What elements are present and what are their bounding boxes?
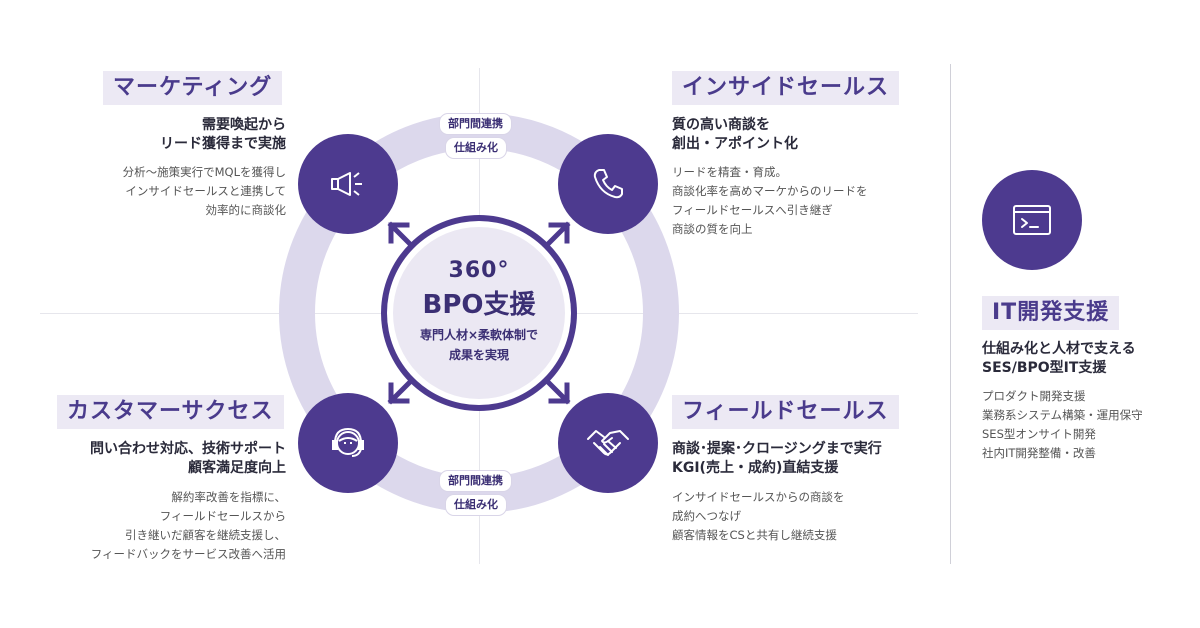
- arrow-bottom-left-icon: [387, 378, 414, 405]
- customer-success-node: [298, 393, 398, 493]
- phone-icon: [593, 169, 623, 199]
- field-sales-body-line3: 顧客情報をCSと共有し継続支援: [672, 528, 837, 542]
- it-body-line1: プロダクト開発支援: [982, 389, 1086, 403]
- inside-sales-body-line3: フィールドセールスへ引き継ぎ: [672, 203, 833, 217]
- arrow-top-right-icon: [544, 221, 571, 248]
- customer-success-heading-line2: 顧客満足度向上: [188, 460, 286, 476]
- inside-sales-heading-line1: 質の高い商談を: [672, 117, 770, 133]
- center-subtitle-line2: 成果を実現: [448, 348, 509, 362]
- inside-sales-node: [558, 134, 658, 234]
- it-node: [982, 170, 1082, 270]
- marketing-heading-line2: リード獲得まで実施: [160, 136, 286, 152]
- field-sales-node: [558, 393, 658, 493]
- field-sales-title: フィールドセールス: [672, 395, 899, 429]
- arrow-bottom-right-icon: [544, 378, 571, 405]
- field-sales-heading-line1: 商談･提案･クロージングまで実行: [672, 441, 882, 457]
- center-title: BPO支援: [422, 290, 536, 320]
- center-degree: 360°: [448, 258, 510, 283]
- center-inner-circle: [393, 227, 565, 399]
- it-body-line3: SES型オンサイト開発: [982, 427, 1096, 441]
- tag-bottom-systematization: 仕組み化: [445, 494, 507, 516]
- customer-success-title: カスタマーサクセス: [57, 395, 284, 429]
- marketing-body-line3: 効率的に商談化: [205, 203, 287, 217]
- handshake-icon: [587, 430, 629, 456]
- it-heading-line1: 仕組み化と人材で支える: [982, 341, 1136, 357]
- marketing-node: [298, 134, 398, 234]
- it-title: IT開発支援: [982, 296, 1120, 330]
- it-body-line4: 社内IT開発整備・改善: [982, 446, 1096, 460]
- inside-sales-body-line1: リードを精査・育成。: [672, 165, 787, 179]
- tag-top-collaboration: 部門間連携: [439, 113, 512, 135]
- marketing-body-line1: 分析〜施策実行でMQLを獲得し: [122, 165, 286, 179]
- megaphone-icon: [331, 172, 362, 196]
- customer-success-body-line1: 解約率改善を指標に、: [171, 490, 286, 504]
- inside-sales-body-line4: 商談の質を向上: [672, 222, 753, 236]
- arrows: [387, 221, 571, 405]
- section-separator: [950, 64, 951, 564]
- marketing-title: マーケティング: [103, 71, 283, 105]
- inside-sales-heading-line2: 創出・アポイント化: [672, 136, 798, 152]
- it-heading-line2: SES/BPO型IT支援: [982, 360, 1107, 376]
- inside-sales-title: インサイドセールス: [672, 71, 900, 105]
- inside-sales-body-line2: 商談化率を高めマーケからのリードを: [672, 184, 868, 198]
- customer-success-body-line3: 引き継いだ顧客を継続支援し、: [125, 528, 286, 542]
- marketing-heading-line1: 需要喚起から: [202, 117, 286, 133]
- field-sales-heading-line2: KGI(売上・成約)直結支援: [672, 460, 839, 476]
- tag-bottom-collaboration: 部門間連携: [439, 470, 512, 492]
- it-body-line2: 業務系システム構築・運用保守: [982, 408, 1143, 422]
- center-subtitle-line1: 専門人材×柔軟体制で: [419, 328, 539, 342]
- customer-success-heading-line1: 問い合わせ対応、技術サポート: [90, 441, 286, 457]
- field-sales-body-line2: 成約へつなげ: [672, 509, 741, 523]
- headset-icon: [332, 427, 364, 457]
- field-sales-body-line1: インサイドセールスからの商談を: [672, 490, 845, 504]
- tag-top-systematization: 仕組み化: [445, 137, 507, 159]
- customer-success-body-line2: フィールドセールスから: [159, 509, 286, 523]
- terminal-icon: [1013, 205, 1051, 235]
- arrow-top-left-icon: [387, 221, 414, 248]
- marketing-body-line2: インサイドセールスと連携して: [125, 184, 286, 198]
- customer-success-body-line4: フィードバックをサービス改善へ活用: [90, 547, 286, 561]
